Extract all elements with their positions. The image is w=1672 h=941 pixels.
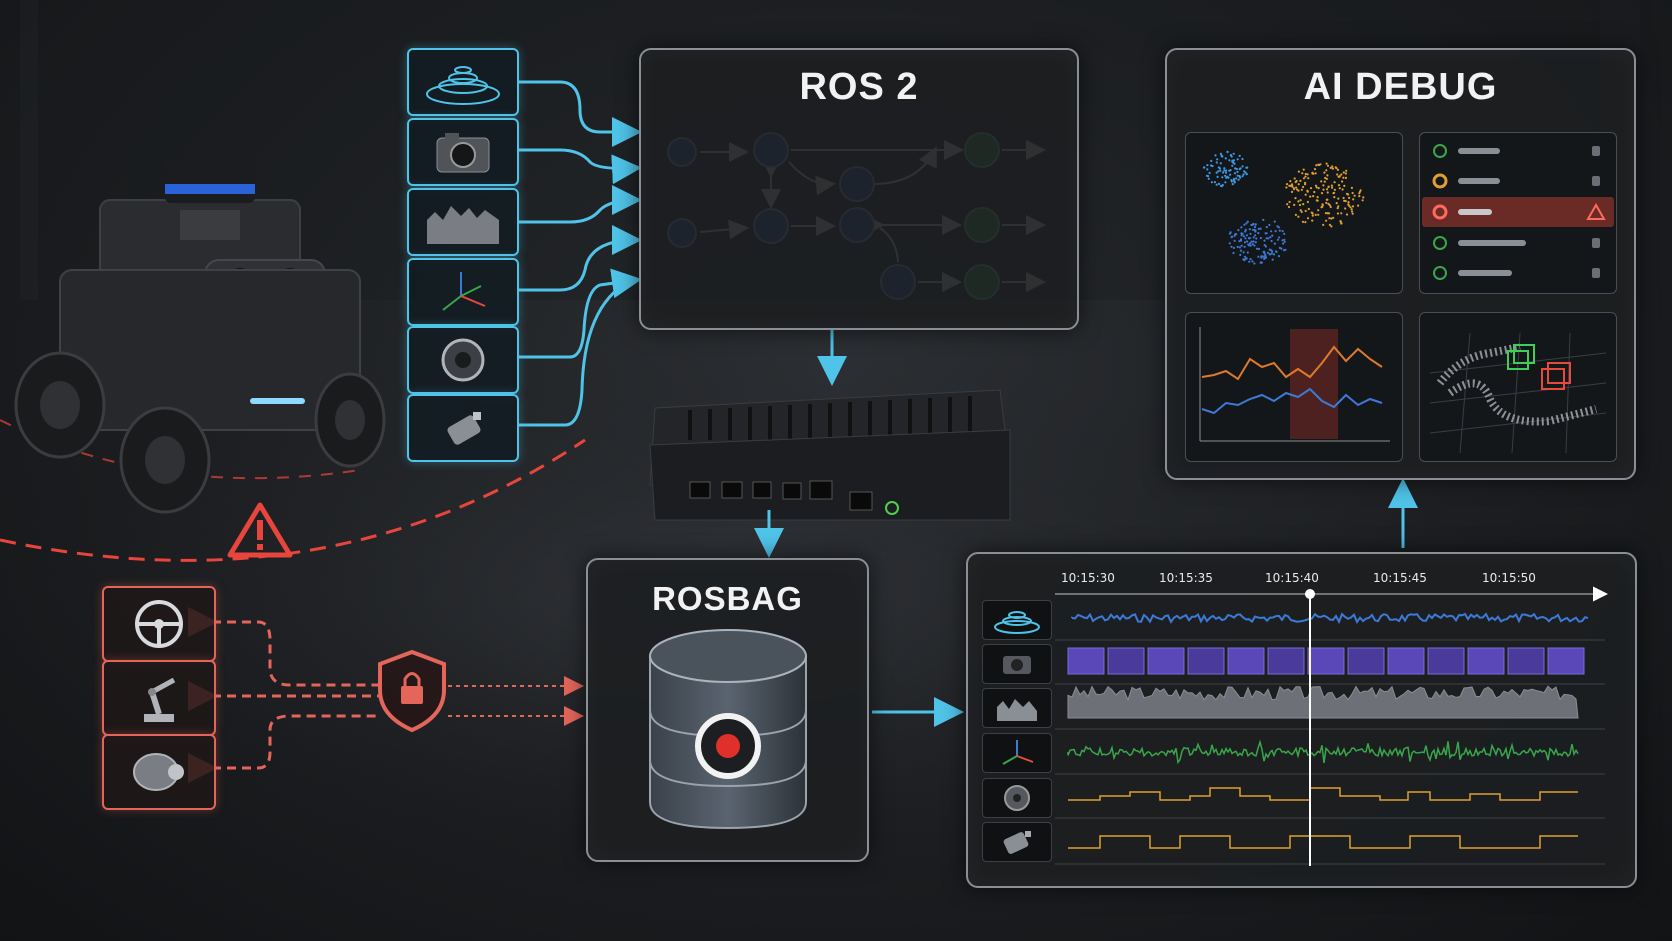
- sensor-motor: [407, 394, 519, 462]
- timeline-imu-icon: [982, 733, 1052, 773]
- edge-computer-illustration: [649, 389, 1011, 521]
- ros2-title: ROS 2: [799, 66, 919, 108]
- timeline-time-label: 10:15:40: [1265, 571, 1319, 585]
- secure-link-lines: [448, 676, 584, 726]
- timeline-depth-icon: [982, 688, 1052, 728]
- rosbag-panel: ROSBAG: [586, 558, 869, 862]
- sensor-connectors: [517, 80, 1418, 727]
- sensor-depth-map: [407, 188, 519, 256]
- steering-wheel-icon: [135, 600, 183, 648]
- status-row-error: [1422, 197, 1614, 227]
- timeline-time-label: 10:15:50: [1482, 571, 1536, 585]
- imu-axes-icon: [442, 272, 486, 311]
- signal-line-chart-view: [1185, 312, 1403, 462]
- timeline-motor-icon: [982, 822, 1052, 862]
- ros2-panel: ROS 2: [639, 48, 1079, 330]
- rosbag-timeline-panel: [966, 552, 1637, 888]
- motor-icon: [447, 412, 481, 445]
- sensor-lidar: [407, 48, 519, 116]
- timeline-time-label: 10:15:30: [1061, 571, 1115, 585]
- warning-triangle-icon: [227, 502, 293, 558]
- sensor-camera: [407, 118, 519, 186]
- cluster-scatter-plot: [1203, 150, 1365, 265]
- 3d-pointcloud-view: [1419, 312, 1617, 462]
- actuator-robot-arm: [102, 660, 216, 736]
- actuator-steering: [102, 586, 216, 662]
- status-row: [1432, 173, 1600, 189]
- sensor-imu: [407, 258, 519, 326]
- node-status-list: [1419, 132, 1617, 294]
- record-dot-icon: [716, 734, 740, 758]
- timeline-time-label: 10:15:45: [1373, 571, 1427, 585]
- cluster-scatter-view: [1185, 132, 1403, 294]
- timeline-encoder-icon: [982, 778, 1052, 818]
- timeline-lidar-icon: [982, 600, 1052, 640]
- safety-zone-ring: [0, 438, 586, 562]
- camera-icon: [436, 133, 490, 173]
- ai-debug-title: AI DEBUG: [1303, 66, 1498, 108]
- sensor-wheel-encoder: [407, 326, 519, 394]
- signal-line-chart: [1199, 327, 1390, 442]
- bbox-red: [1541, 362, 1571, 390]
- shield-lock-icon: [378, 649, 446, 733]
- status-row: [1433, 266, 1600, 280]
- lidar-icon: [426, 66, 500, 105]
- rosbag-title: ROSBAG: [652, 580, 803, 617]
- pointcloud-graphic: [1429, 332, 1607, 454]
- depth-map-icon: [427, 206, 499, 244]
- timeline-time-label: 10:15:35: [1159, 571, 1213, 585]
- alert-icon: [1586, 202, 1606, 220]
- actuator-motor: [102, 734, 216, 810]
- robot-arm-icon: [144, 677, 176, 722]
- ai-debug-panel: AI DEBUG: [1165, 48, 1636, 480]
- status-row: [1433, 236, 1600, 250]
- wheel-encoder-icon: [441, 338, 485, 382]
- mobile-robot-illustration: [14, 158, 386, 514]
- timeline-camera-icon: [982, 644, 1052, 684]
- status-list-graphic: [1422, 144, 1614, 280]
- database-record-icon: [649, 629, 807, 830]
- status-row: [1433, 144, 1600, 158]
- actuator-connectors: [188, 607, 380, 783]
- bbox-green: [1507, 344, 1535, 370]
- motor-actuator-icon: [133, 753, 184, 791]
